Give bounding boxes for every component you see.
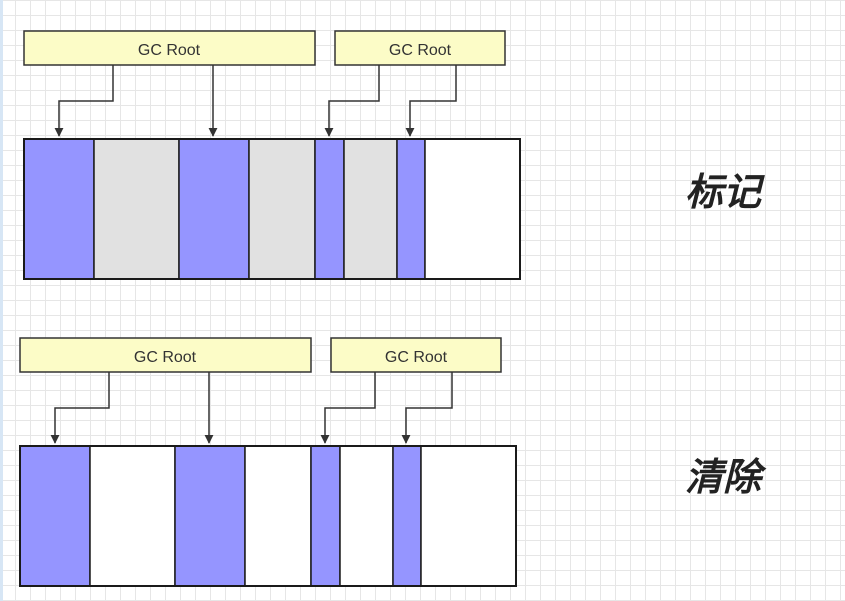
memory-block [89,445,176,587]
gc-root-box: GC Root [19,337,312,373]
memory-block [19,445,91,587]
gc-root-box: GC Root [23,30,316,66]
gc-root-box-bg [330,337,502,373]
memory-block [248,138,316,280]
stage-sweep: GC Root GC Root 清除 [19,337,767,587]
stage-label-sweep: 清除 [685,457,767,499]
stage-mark: GC Root GC Root 标记 [23,30,765,280]
memory-bar-sweep [19,445,517,587]
reference-arrow [54,65,114,137]
reference-arrow [50,372,110,444]
memory-bar-mark [23,138,521,280]
reference-arrow [324,65,380,137]
gc-root-box-bg [19,337,312,373]
memory-bar-outline [23,138,521,280]
window-edge [0,0,3,601]
memory-bar-outline [19,445,517,587]
memory-block [178,138,250,280]
memory-block [339,445,394,587]
reference-arrows [54,65,457,137]
reference-arrow [405,65,457,137]
memory-block [244,445,312,587]
memory-block [343,138,398,280]
gc-root-label: GC Root [134,349,197,366]
gc-root-box: GC Root [334,30,506,66]
gc-root-box-bg [23,30,316,66]
memory-block [174,445,246,587]
memory-block [23,138,95,280]
memory-block [93,138,180,280]
memory-block [396,138,426,280]
memory-block [420,445,517,587]
gc-root-box: GC Root [330,337,502,373]
reference-arrow [401,372,453,444]
gc-root-label: GC Root [138,42,201,59]
memory-block [392,445,422,587]
reference-arrows [50,372,453,444]
gc-root-box-bg [334,30,506,66]
memory-block [314,138,345,280]
gc-root-label: GC Root [389,42,452,59]
memory-block [424,138,521,280]
gc-root-label: GC Root [385,349,448,366]
memory-block [310,445,341,587]
stage-label-mark: 标记 [685,172,765,214]
reference-arrow [320,372,376,444]
